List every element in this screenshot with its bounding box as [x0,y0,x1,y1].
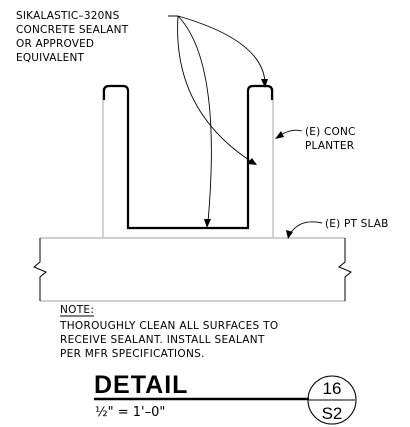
sealant-callout-line-4: EQUIVALENT [16,52,85,64]
sealant-callout-line-3: OR APPROVED [16,38,94,50]
slab-callout: (E) PT SLAB [325,218,389,230]
note-line-3: PER MFR SPECIFICATIONS. [60,348,205,360]
sheet-number: S2 [322,404,343,423]
detail-scale: ½" = 1'–0" [95,405,165,420]
sealant-leaders [168,15,268,228]
break-line-right [338,238,352,301]
planter-callout-line-2: PLANTER [305,140,354,152]
note-line-2: RECEIVE SEALANT. INSTALL SEALANT [60,334,265,346]
existing-pt-slab [40,237,345,302]
note-line-1: THOROUGHLY CLEAN ALL SURFACES TO [59,320,278,332]
detail-bubble: 16 S2 [307,375,357,425]
sealant-coating [102,84,274,230]
detail-number: 16 [323,379,342,398]
sealant-callout-line-1: SIKALASTIC–320NS [16,10,120,22]
detail-title: DETAIL [94,371,188,399]
slab-leader [289,221,323,235]
break-line-left [33,238,47,301]
planter-callout-line-1: (E) CONC [305,126,356,138]
sealant-callout-line-2: CONCRETE SEALANT [16,24,129,36]
note-heading: NOTE: [60,304,94,316]
